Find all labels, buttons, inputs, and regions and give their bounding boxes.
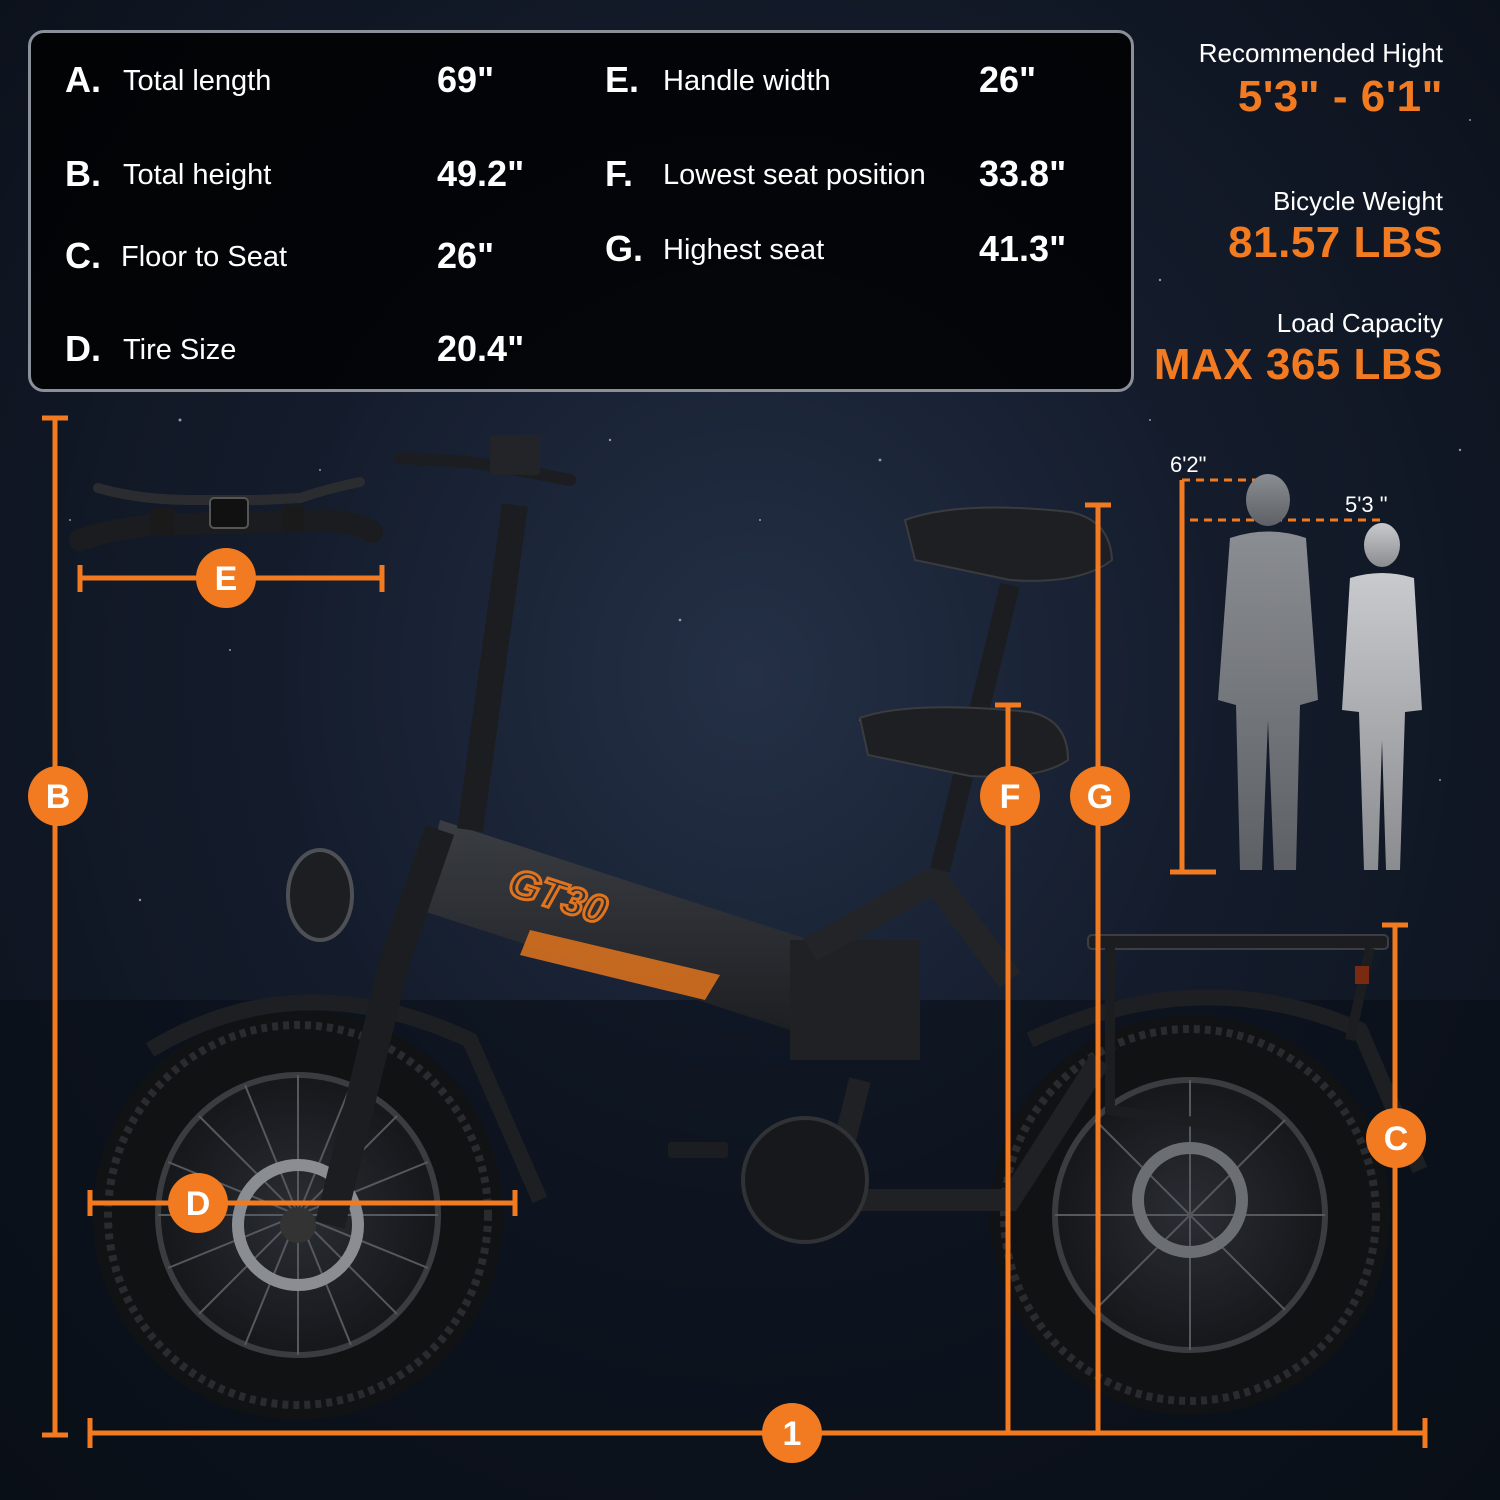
- spec-label: Tire Size: [123, 334, 237, 366]
- svg-text:D: D: [186, 1185, 211, 1223]
- svg-text:C: C: [1384, 1120, 1409, 1158]
- spec-value: 41.3": [979, 228, 1067, 269]
- bike-illustration: GT30: [93, 435, 1428, 1420]
- female-silhouette: [1342, 523, 1422, 870]
- svg-text:F: F: [1000, 778, 1021, 816]
- handlebar-illustration: [69, 477, 383, 551]
- spec-letter: B.: [65, 153, 101, 194]
- badge-d: D: [168, 1173, 228, 1233]
- spec-value: 33.8": [979, 153, 1067, 194]
- spec-letter: F.: [605, 153, 634, 194]
- spec-letter: D.: [65, 328, 101, 369]
- spec-value: 26": [437, 235, 495, 276]
- person-height-comparison: 6'2" 5'3 ": [1170, 452, 1422, 875]
- recommended-height-value: 5'3" - 6'1": [1237, 72, 1443, 121]
- bicycle-weight-value: 81.57 LBS: [1228, 218, 1443, 267]
- spec-label: Handle width: [663, 65, 831, 97]
- badge-b: B: [28, 766, 88, 826]
- badge-f: F: [980, 766, 1040, 826]
- badge-length: 1: [762, 1403, 822, 1463]
- badge-c: C: [1366, 1108, 1426, 1168]
- spec-label: Total length: [123, 65, 272, 97]
- spec-table: A. Total length 69" B. Total height 49.2…: [28, 30, 1134, 392]
- spec-value: 69": [437, 59, 495, 100]
- svg-text:G: G: [1087, 778, 1113, 816]
- badge-g: G: [1070, 766, 1130, 826]
- short-person-height: 5'3 ": [1345, 492, 1388, 517]
- bicycle-weight-label: Bicycle Weight: [1272, 186, 1443, 216]
- spec-label: Highest seat: [663, 234, 825, 266]
- dimension-lines: [42, 415, 1428, 1448]
- spec-value: 26": [979, 59, 1037, 100]
- spec-letter: E.: [605, 59, 640, 100]
- tall-person-height: 6'2": [1170, 452, 1206, 477]
- svg-text:B: B: [46, 778, 71, 816]
- load-capacity-value: MAX 365 LBS: [1153, 340, 1443, 389]
- recommended-height-label: Recommended Hight: [1198, 38, 1443, 68]
- spec-label: Floor to Seat: [121, 241, 288, 273]
- svg-text:E: E: [215, 560, 238, 598]
- spec-value: 20.4": [437, 328, 525, 369]
- spec-label: Lowest seat position: [663, 159, 926, 191]
- load-capacity-label: Load Capacity: [1276, 308, 1443, 338]
- spec-label: Total height: [123, 159, 272, 191]
- spec-letter: G.: [605, 228, 644, 269]
- spec-letter: C.: [65, 235, 101, 276]
- male-silhouette: [1218, 474, 1318, 870]
- spec-value: 49.2": [437, 153, 525, 194]
- badge-e: E: [196, 548, 256, 608]
- svg-text:1: 1: [783, 1415, 802, 1453]
- spec-letter: A.: [65, 59, 101, 100]
